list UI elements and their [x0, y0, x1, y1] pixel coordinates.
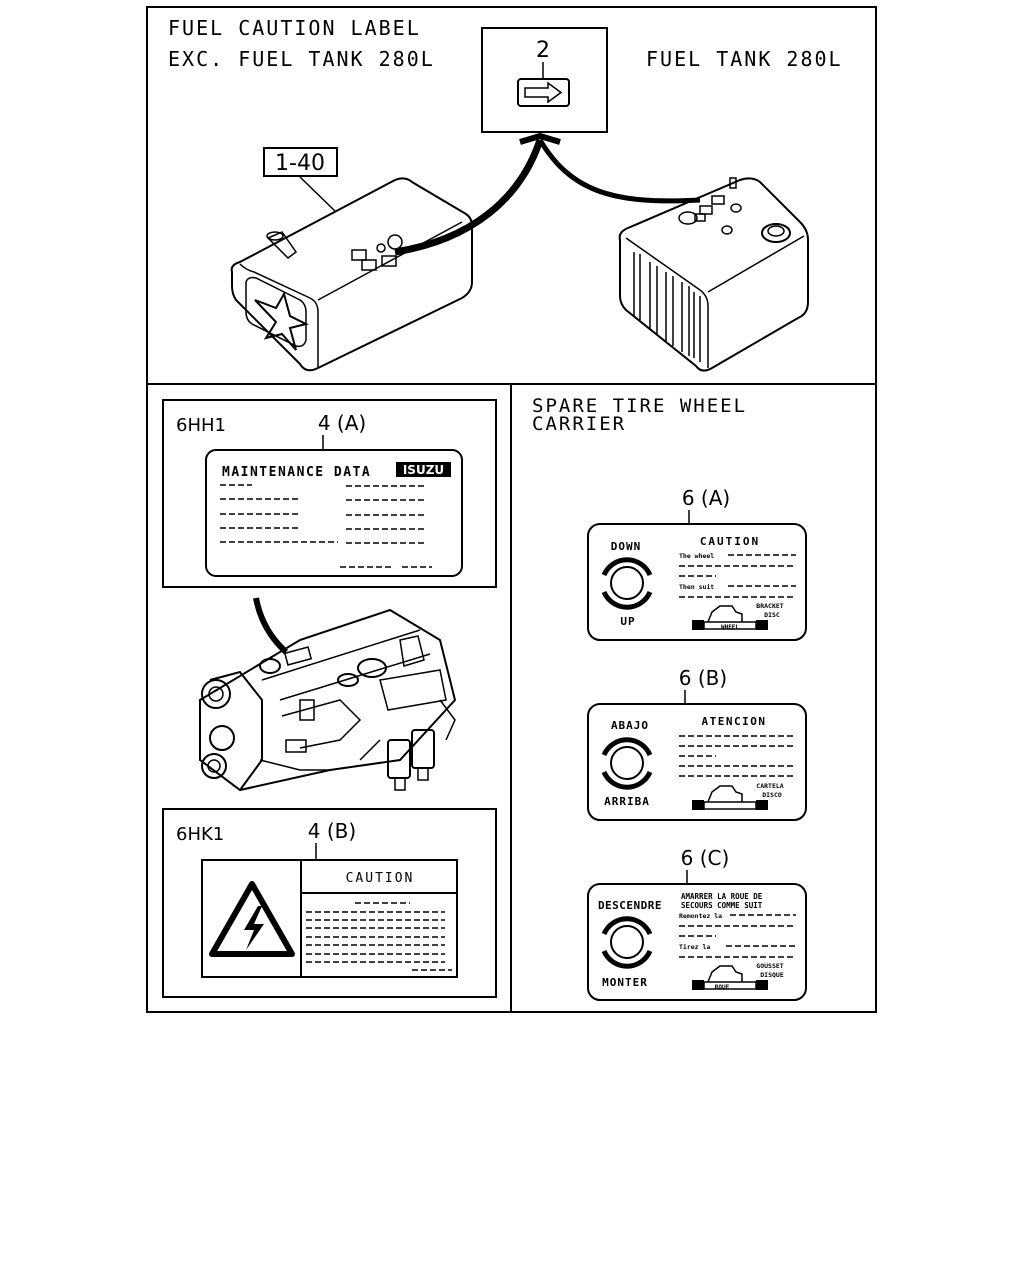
- callout-6c: 6 (C): [681, 846, 730, 870]
- crank-knob-icon: [610, 925, 644, 959]
- label-6a-line2: Then suit: [679, 583, 714, 591]
- caution-panel: 6HK1 4 (B) CAUTION: [162, 808, 497, 998]
- spare-title-line2: CARRIER: [532, 413, 626, 435]
- fuel-tank-small: [230, 177, 473, 372]
- label-6a-top: DOWN: [611, 540, 642, 553]
- arrow-label-icon: [517, 78, 570, 107]
- fuel-tank-280l: [618, 177, 809, 372]
- high-voltage-warning-icon: [209, 881, 295, 957]
- caution-label-title: CAUTION: [346, 871, 415, 886]
- lightning-bolt-icon: [244, 906, 264, 950]
- engine-model-6hh1: 6HH1: [176, 415, 226, 436]
- fuel-title-line2: EXC. FUEL TANK 280L: [168, 47, 435, 71]
- maintenance-panel: 6HH1 4 (A) MAINTENANCE DATA ISUZU: [162, 399, 497, 792]
- maintenance-box: [162, 399, 497, 588]
- label-6b-tag1: CARTELA: [756, 782, 783, 790]
- ref-1-40-text: 1-40: [275, 151, 325, 176]
- maintenance-data-label: [205, 449, 463, 577]
- fuel-panel: FUEL CAUTION LABEL EXC. FUEL TANK 280L F…: [168, 16, 843, 372]
- label-6c-bottom: MONTER: [602, 976, 648, 989]
- spare-label-6b: 6 (B) ABAJO ARRIBA ATENCION CARTELA DISC…: [587, 666, 807, 821]
- callout-4a: 4 (A): [318, 411, 366, 435]
- label-6a-tag1: BRACKET: [756, 602, 783, 610]
- crank-knob-icon: [610, 566, 644, 600]
- label-6b-top: ABAJO: [611, 719, 649, 732]
- callout-box-2: [481, 27, 608, 133]
- label-6a-heading: CAUTION: [700, 535, 760, 548]
- label-6c-top: DESCENDRE: [598, 899, 662, 912]
- maintenance-label-title: MAINTENANCE DATA: [222, 465, 371, 480]
- label-6c-tag3: ROUE: [715, 984, 730, 991]
- label-6c-tag2: DISQUE: [760, 971, 784, 979]
- label-6b-bottom: ARRIBA: [604, 795, 650, 808]
- caution-box: [162, 808, 497, 998]
- label-6a-tag2: DISC: [764, 611, 780, 619]
- callout-4b: 4 (B): [308, 819, 356, 843]
- caution-text-lines: [306, 902, 452, 971]
- fuel-title-line1: FUEL CAUTION LABEL: [168, 16, 421, 40]
- isuzu-logo-text: ISUZU: [403, 463, 444, 477]
- label-6b-tag2: DISCO: [762, 791, 782, 799]
- star-icon: [254, 291, 309, 351]
- label-6c-heading: AMARRER LA ROUE DE: [681, 892, 763, 901]
- right-arrow-icon: [524, 81, 563, 104]
- label-6c-line2: Tirez la: [679, 943, 710, 951]
- ref-box-1-40: [263, 147, 338, 177]
- spare-label-6a: 6 (A) DOWN UP CAUTION The wheel Then sui…: [587, 486, 807, 641]
- maintenance-data-lines: [220, 484, 432, 568]
- spare-label-6c: 6 (C) DESCENDRE MONTER AMARRER LA ROUE D…: [587, 846, 807, 1001]
- callout-2-number: 2: [536, 38, 550, 63]
- callout-6b: 6 (B): [679, 666, 727, 690]
- label-6a-tag3: WHEEL: [721, 624, 739, 631]
- spare-title-line1: SPARE TIRE WHEEL: [532, 395, 747, 417]
- leader-curve-right: [537, 138, 701, 204]
- engine-model-6hk1: 6HK1: [176, 824, 224, 845]
- fuel-tank-280-title: FUEL TANK 280L: [646, 47, 843, 71]
- isuzu-logo: [396, 462, 451, 477]
- label-6a-line1: The wheel: [679, 552, 714, 560]
- label-6c-line1: Remontez la: [679, 912, 722, 920]
- engine-illustration: [199, 597, 457, 792]
- label-6c-tag1: GOUSSET: [756, 962, 783, 970]
- spare-tire-panel: SPARE TIRE WHEEL CARRIER 6 (A) DOWN UP C…: [532, 395, 807, 1001]
- label-6c-heading2: SECOURS COMME SUIT: [681, 901, 763, 910]
- crank-knob-icon: [610, 746, 644, 780]
- label-6b-heading: ATENCION: [702, 715, 767, 728]
- callout-6a: 6 (A): [682, 486, 730, 510]
- label-6a-bottom: UP: [620, 615, 635, 628]
- leader-curve-left: [394, 138, 544, 256]
- caution-label: [201, 859, 458, 978]
